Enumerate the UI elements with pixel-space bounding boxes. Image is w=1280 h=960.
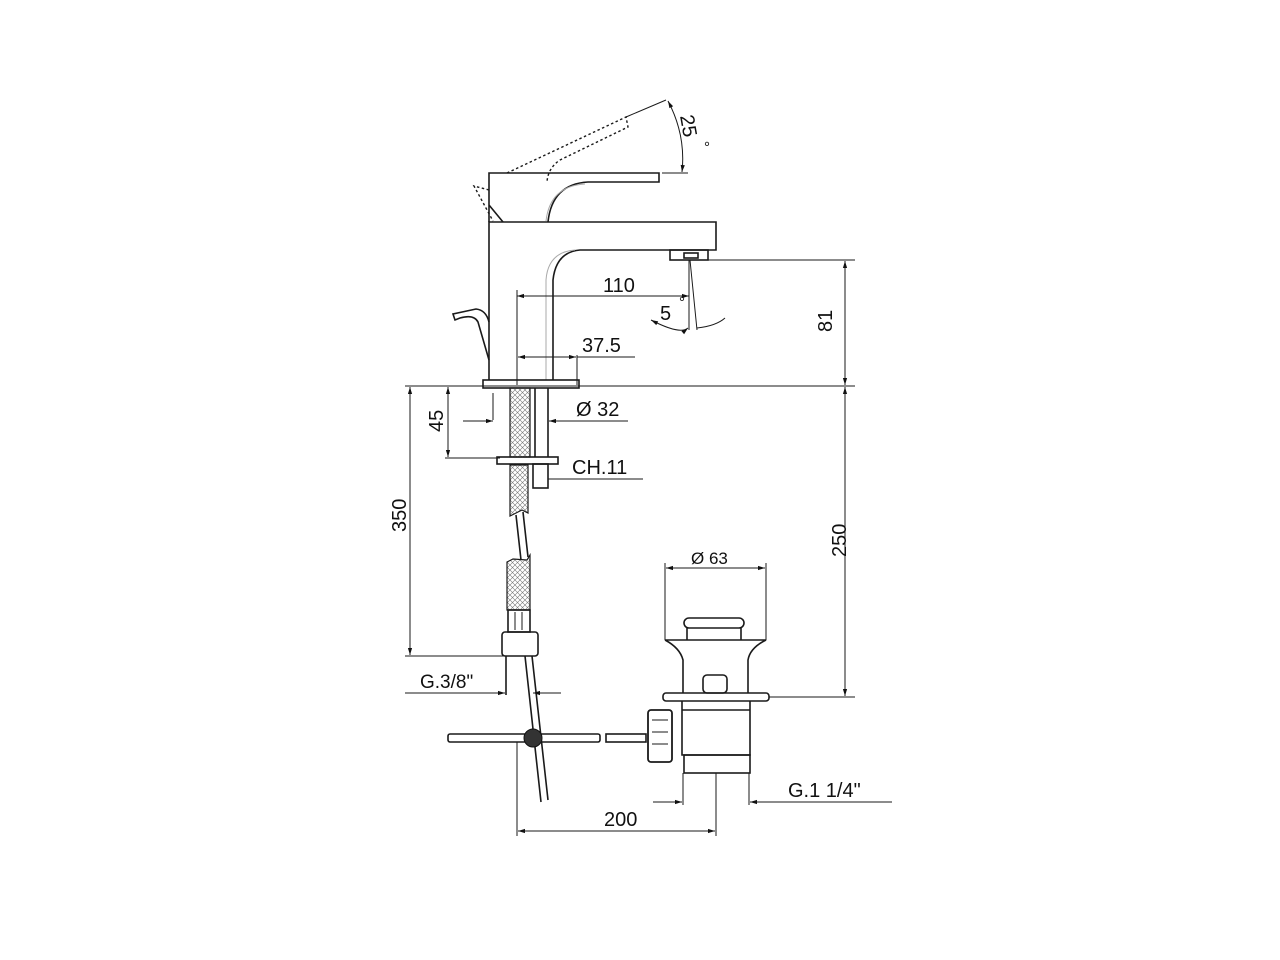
waste-thread <box>683 754 751 774</box>
pull-rod-horizontal <box>447 733 601 743</box>
faucet <box>447 115 717 803</box>
hose-thread-label: G.3/8" <box>420 672 473 693</box>
hose-length-label: 350 <box>389 499 411 532</box>
dimensions: 25 ° 110 5 ° 37.5 81 Ø 32 45 CH.11 <box>389 99 892 836</box>
fixing-plate <box>496 456 559 465</box>
waste-thread-label: G.1 1/4" <box>788 780 861 802</box>
faucet-body <box>488 221 717 380</box>
lever <box>488 172 660 223</box>
lever-raised-outline <box>472 115 629 222</box>
base-plate <box>482 379 580 389</box>
spout-angle-label: 5 <box>660 303 671 325</box>
waste-lever-nut <box>647 709 673 763</box>
fixing-nut <box>532 463 549 489</box>
nut-size-label: CH.11 <box>572 457 627 479</box>
waste-distance-label: 200 <box>604 809 637 831</box>
spout-angle-unit: ° <box>679 294 685 311</box>
waste-cap <box>683 617 745 629</box>
lever-angle-unit: ° <box>704 139 710 156</box>
waste-height-label: 250 <box>829 524 851 557</box>
waste-flange <box>662 692 770 702</box>
hose-nut <box>501 631 539 657</box>
lever-angle-label: 25 <box>675 113 701 139</box>
drain-pull-rod <box>451 308 490 361</box>
spout-reach-label: 110 <box>603 275 635 297</box>
shank-length-label: 45 <box>426 410 448 432</box>
rod-swivel <box>523 728 543 748</box>
flexible-hose <box>509 464 529 517</box>
pop-up-waste <box>647 617 770 774</box>
body-offset-label: 37.5 <box>582 335 621 357</box>
waste-diameter-label: Ø 63 <box>691 549 728 568</box>
hose-shank <box>509 387 531 458</box>
shank-diameter-label: Ø 32 <box>576 399 619 421</box>
spout-height-label: 81 <box>815 310 837 332</box>
